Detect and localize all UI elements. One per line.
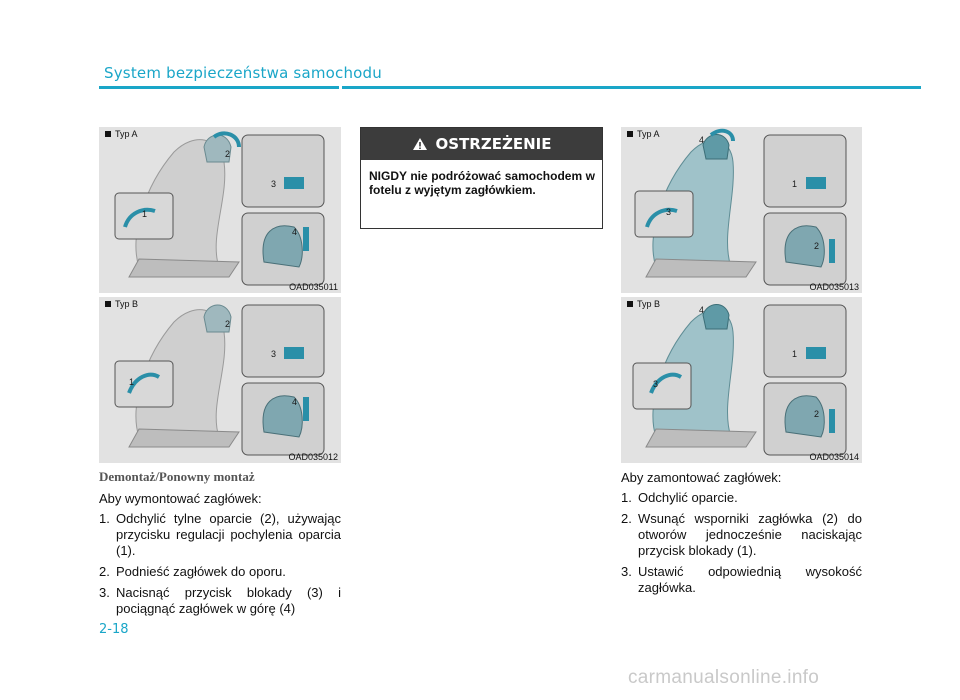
figure-code: OAD035011 [289, 282, 338, 292]
header-rule [99, 86, 921, 89]
left-column: Demontaż/Ponowny montaż Aby wymontować z… [99, 469, 341, 622]
figure-headrest-removal-type-a: Typ A 1 2 3 4 OAD035011 [99, 127, 341, 293]
figure-code: OAD035014 [809, 452, 859, 462]
callout-2: 2 [225, 319, 231, 329]
subheading: Demontaż/Ponowny montaż [99, 469, 255, 484]
typ-label: Typ B [105, 299, 138, 309]
callout-4: 4 [292, 227, 298, 237]
figure-headrest-install-type-a: Typ A 1 2 3 4 OAD035013 [621, 127, 862, 293]
figure-code: OAD035012 [288, 452, 338, 462]
page-number: 2-18 [99, 622, 129, 637]
removal-steps: 1.Odchylić tylne oparcie (2), używając p… [99, 511, 341, 617]
callout-1: 1 [129, 377, 135, 387]
list-item: 1.Odchylić oparcie. [621, 490, 738, 505]
callout-2: 2 [814, 409, 820, 419]
list-item: 2.Wsunąć wsporniki zagłówka (2) do otwor… [621, 511, 862, 558]
warning-triangle-icon [412, 138, 427, 150]
warning-box: OSTRZEŻENIE NIGDY nie podróżować samocho… [360, 127, 603, 229]
callout-1: 1 [792, 349, 798, 359]
seat-illustration [632, 304, 847, 456]
callout-3: 3 [666, 207, 672, 217]
figure-headrest-removal-type-b: Typ B 1 2 3 4 OAD035012 [99, 297, 341, 463]
intro-text: Aby zamontować zagłówek: [621, 470, 782, 485]
callout-3: 3 [271, 179, 277, 189]
list-item: 2.Podnieść zagłówek do oporu. [99, 564, 286, 579]
right-column: Aby zamontować zagłówek: 1.Odchylić opar… [621, 470, 862, 601]
warning-header: OSTRZEŻENIE [361, 128, 602, 160]
figure-headrest-install-type-b: Typ B 1 2 3 4 OAD035014 [621, 297, 862, 463]
callout-3: 3 [653, 379, 659, 389]
list-item: 3.Nacisnąć przycisk blokady (3) i pociąg… [99, 585, 341, 616]
callout-4: 4 [292, 397, 298, 407]
intro-text: Aby wymontować zagłówek: [99, 491, 262, 506]
callout-1: 1 [792, 179, 798, 189]
callout-1: 1 [142, 209, 148, 219]
callout-2: 2 [814, 241, 820, 251]
typ-label: Typ B [627, 299, 660, 309]
figure-code: OAD035013 [809, 282, 859, 292]
install-steps: 1.Odchylić oparcie. 2.Wsunąć wsporniki z… [621, 490, 862, 596]
typ-label: Typ A [627, 129, 660, 139]
seat-illustration [634, 128, 847, 286]
typ-label: Typ A [105, 129, 138, 139]
callout-4: 4 [699, 135, 705, 145]
list-item: 3.Ustawić odpowiednią wysokość zagłówka. [621, 564, 862, 595]
list-item: 1.Odchylić tylne oparcie (2), używając p… [99, 511, 341, 558]
callout-2: 2 [225, 149, 231, 159]
watermark: carmanualsonline.info [628, 667, 820, 688]
seat-illustration [114, 304, 325, 456]
warning-title: OSTRZEŻENIE [435, 135, 552, 153]
section-title: System bezpieczeństwa samochodu [104, 64, 382, 82]
callout-3: 3 [271, 349, 277, 359]
callout-4: 4 [699, 305, 705, 315]
seat-illustration [114, 131, 325, 286]
warning-text: NIGDY nie podróżować samochodem w fotelu… [369, 169, 595, 197]
